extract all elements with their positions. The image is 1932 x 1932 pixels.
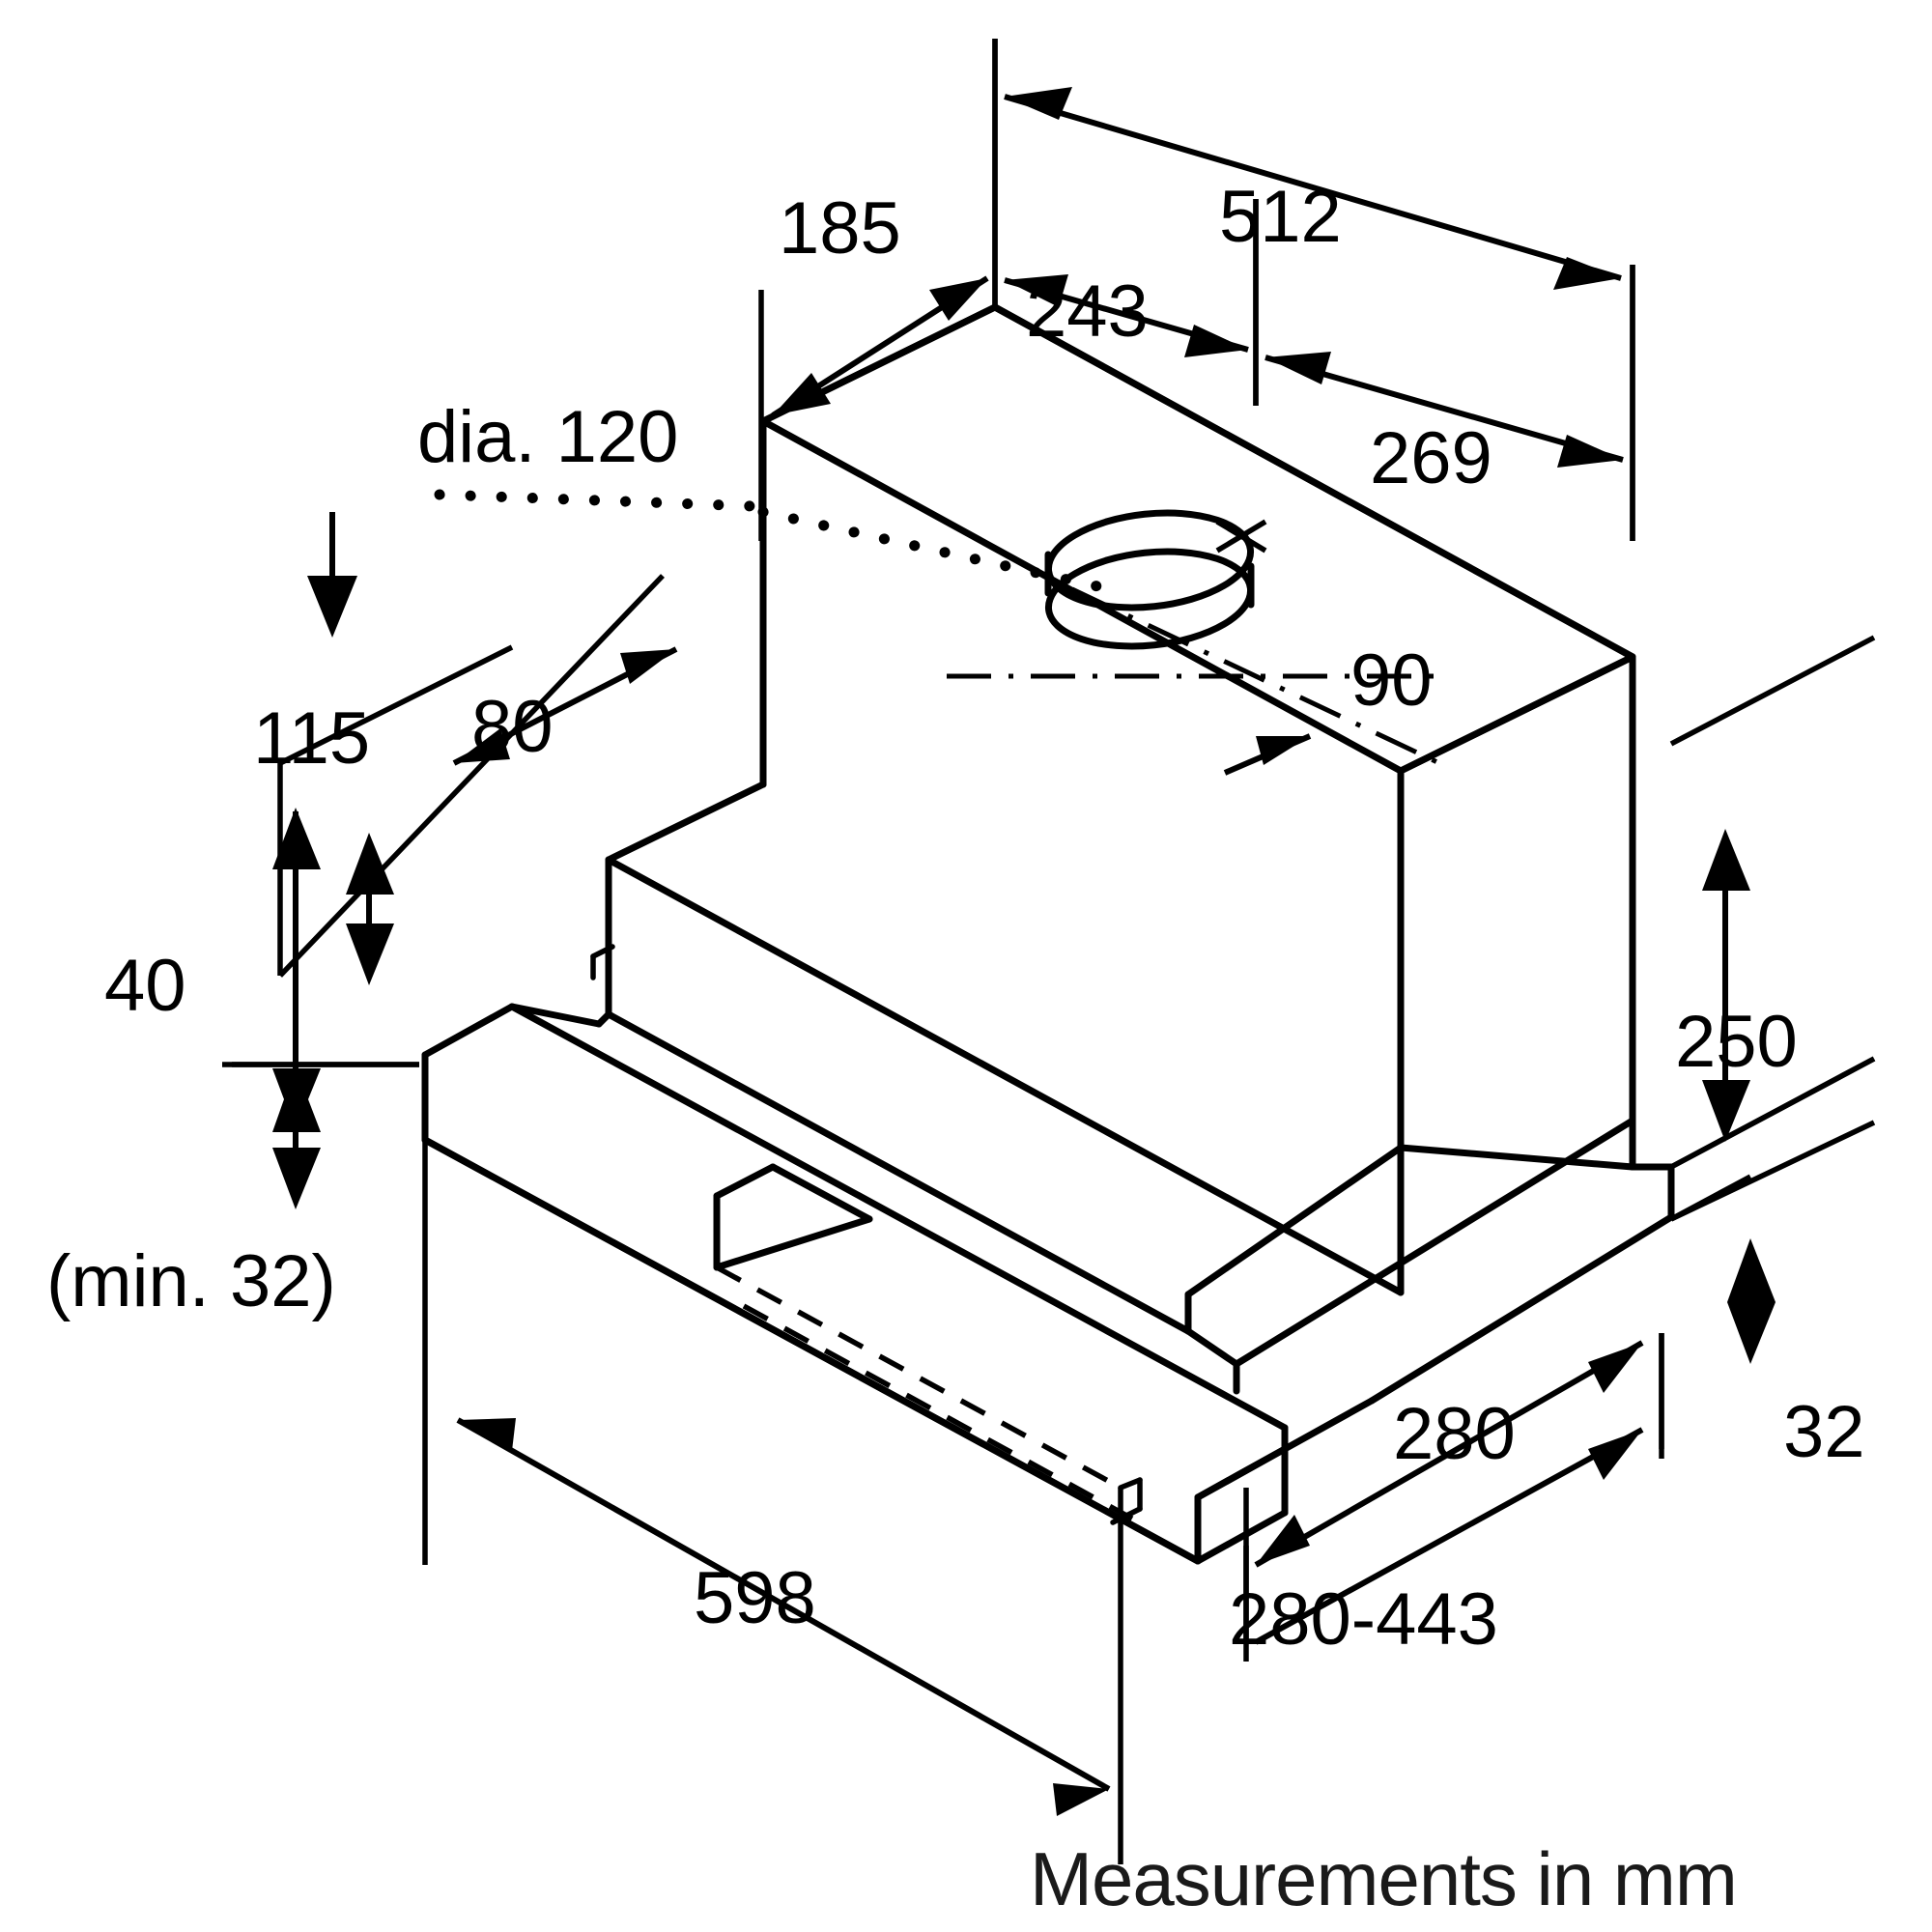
dim-598: 598 [422, 1055, 1123, 1864]
dim-269: 269 [1253, 199, 1635, 541]
dim-243: 243 [1004, 199, 1259, 406]
dim-label-185: 185 [779, 187, 901, 270]
dim-80: 80 [278, 574, 678, 978]
dim-label-80: 80 [471, 686, 554, 768]
dim-32: 32 [1669, 1056, 1876, 1473]
dim-280: 280 [1243, 1333, 1664, 1642]
dia120-leader [434, 489, 1117, 595]
duct-outlet [1044, 509, 1255, 650]
dim-label-280: 280 [1393, 1393, 1516, 1475]
hood-body-geometry [421, 303, 1675, 1565]
dim-90: 90 [1223, 639, 1433, 776]
dim-115: 115 [222, 512, 419, 1130]
dim-label-280-443: 280-443 [1229, 1578, 1498, 1661]
dim-label-min32: (min. 32) [46, 1240, 336, 1322]
dim-min32: (min. 32) [46, 1062, 419, 1322]
dim-dia120: dia. 120 [417, 396, 678, 478]
dim-label-250: 250 [1675, 1001, 1798, 1083]
dim-label-598: 598 [694, 1557, 816, 1639]
dim-label-115: 115 [253, 697, 370, 780]
dim-label-512: 512 [1219, 176, 1342, 258]
dim-40: 40 [104, 833, 394, 1027]
dim-250: 250 [1669, 635, 1876, 1170]
centerlines [947, 519, 1449, 766]
dim-label-90: 90 [1350, 639, 1433, 722]
dim-280-443: 280-443 [1229, 1333, 1664, 1662]
dim-label-269: 269 [1370, 417, 1492, 499]
dim-label-40: 40 [104, 945, 186, 1027]
dim-label-dia120: dia. 120 [417, 396, 678, 478]
units-note: Measurements in mm [1030, 1836, 1737, 1921]
dim-label-243: 243 [1026, 270, 1149, 353]
dim-label-32: 32 [1783, 1391, 1865, 1473]
dim-185: 185 [758, 39, 998, 541]
